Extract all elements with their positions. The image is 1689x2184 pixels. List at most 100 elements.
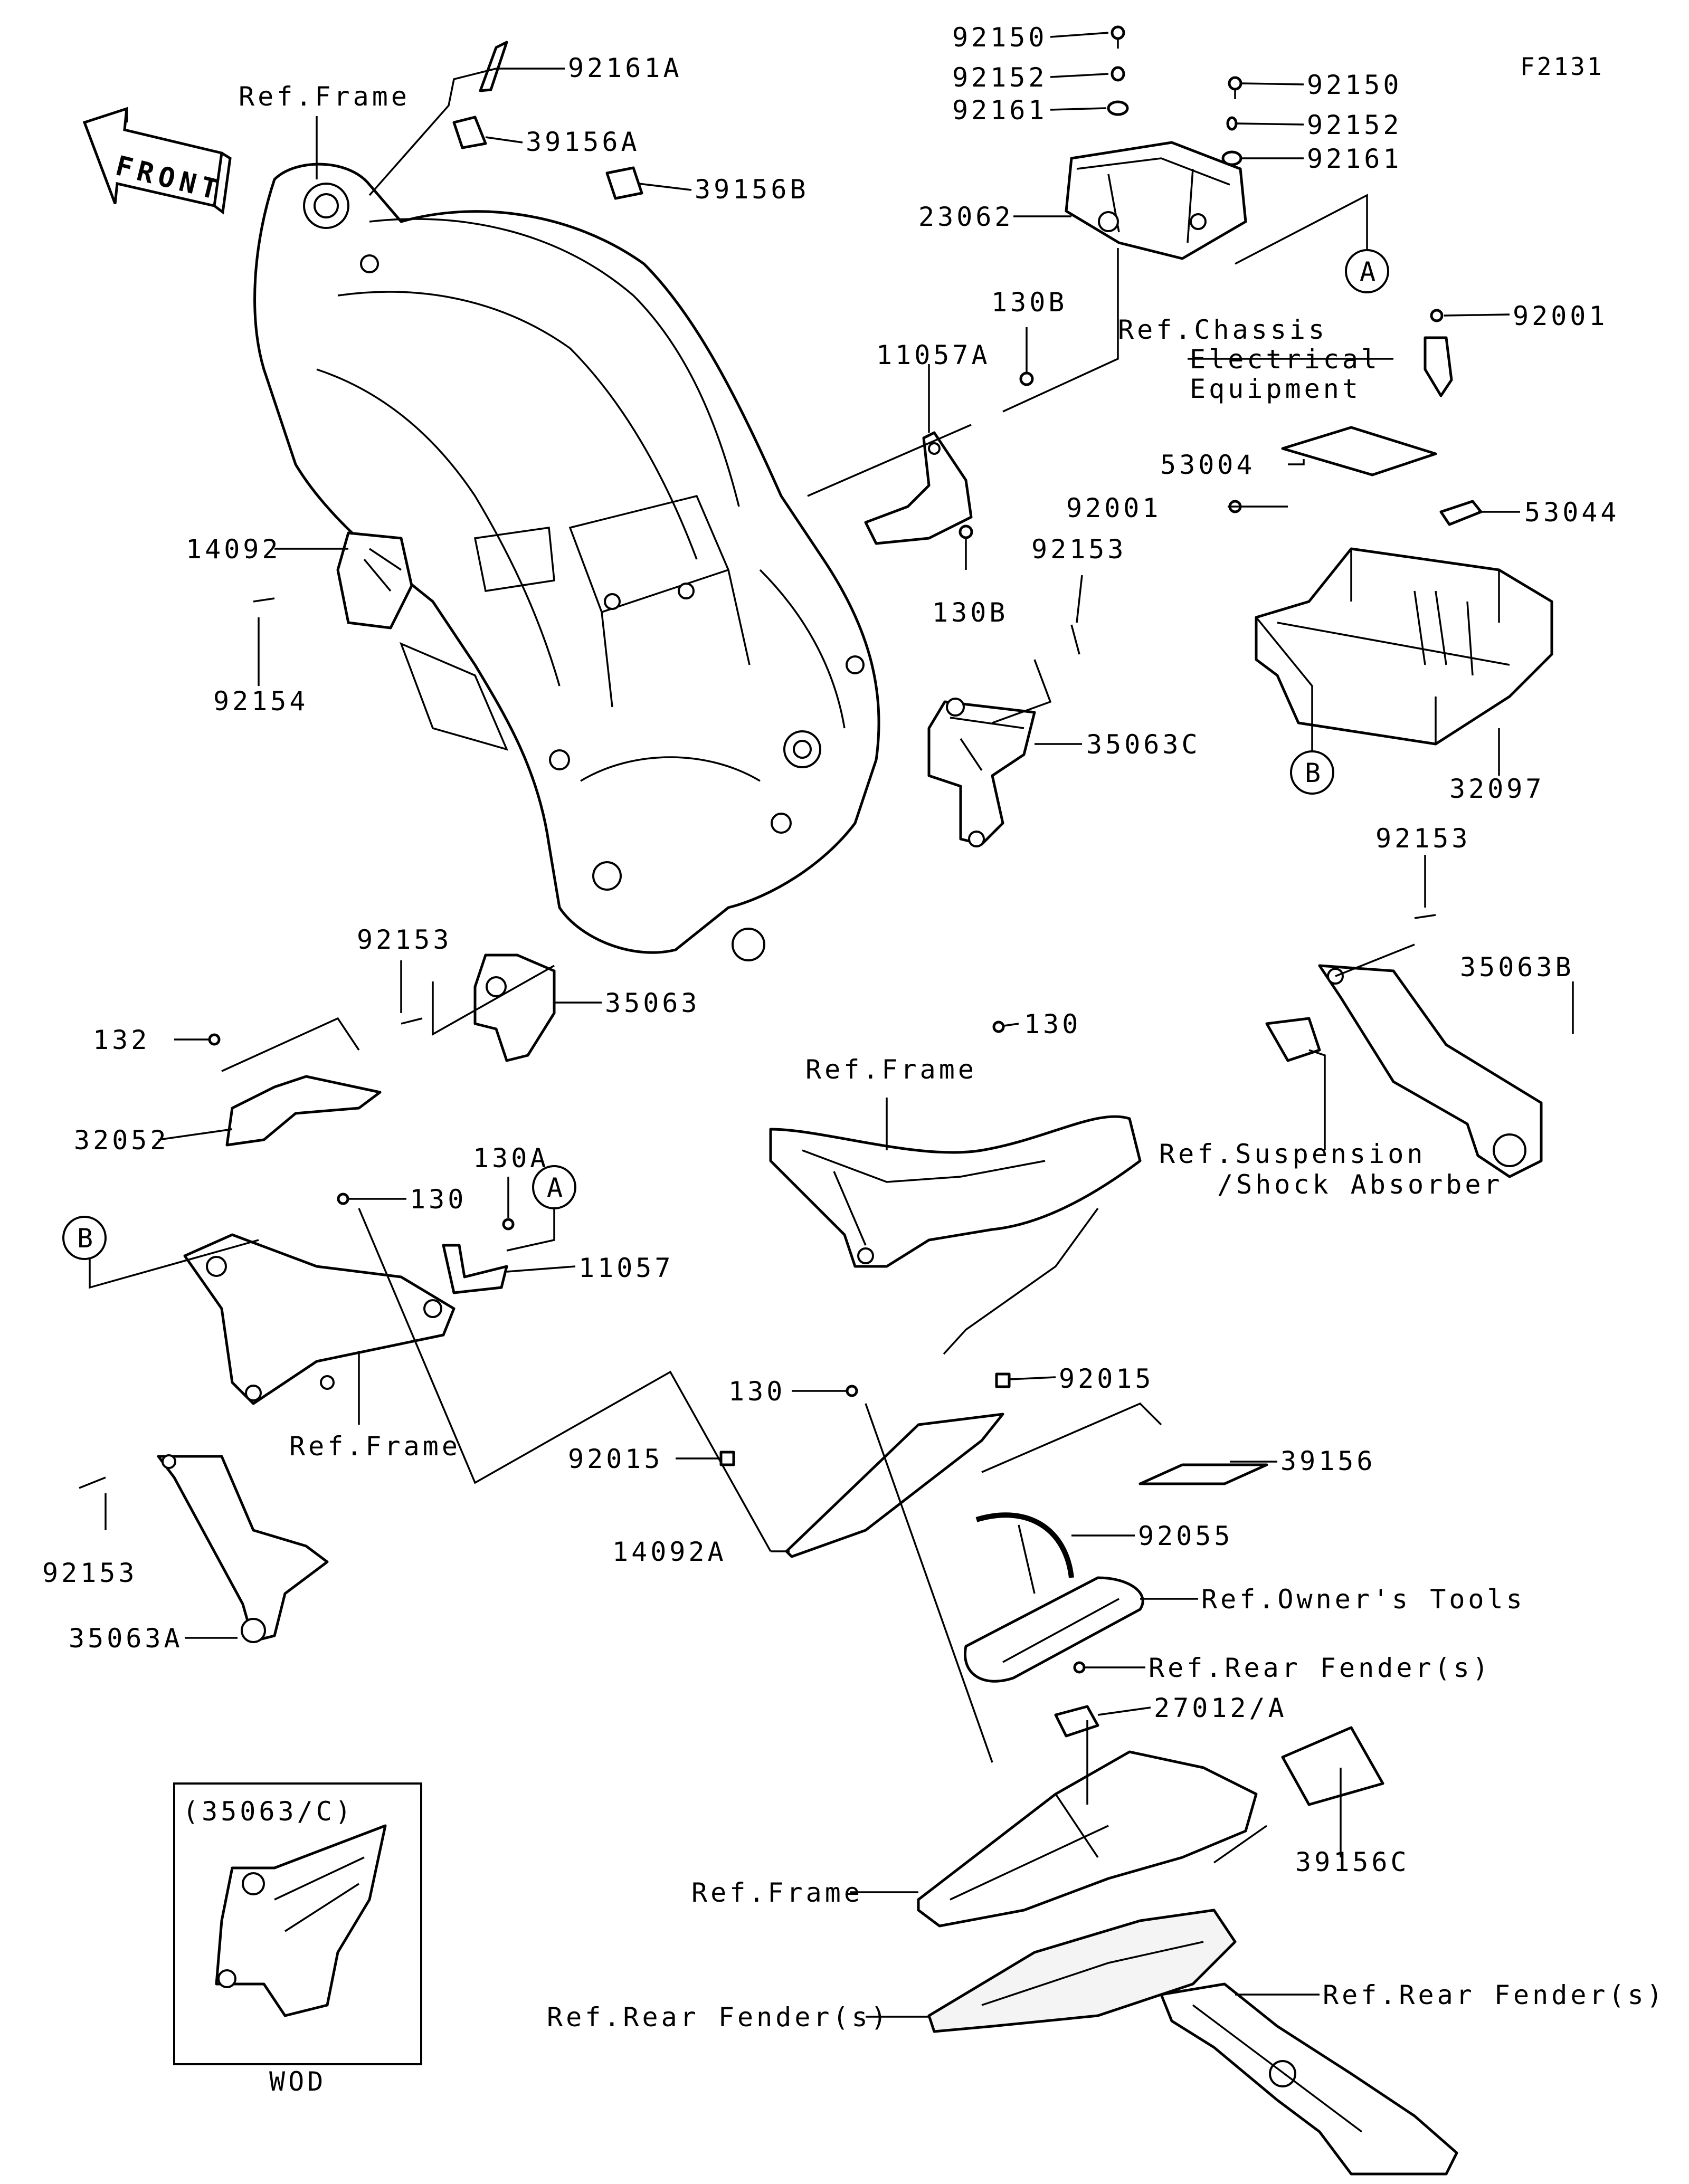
label-ref-chassis-1: Ref.Chassis	[1118, 314, 1327, 345]
label-35063: 35063	[605, 988, 700, 1018]
label-ref-suspension-1: Ref.Suspension	[1159, 1139, 1426, 1169]
sub-frame	[769, 1115, 1142, 1268]
screw-130A	[502, 1218, 515, 1231]
label-39156A: 39156A	[526, 127, 640, 157]
owners-tools-pouch	[964, 1576, 1144, 1683]
screw-92153-bot	[79, 1476, 106, 1489]
label-92154: 92154	[213, 686, 309, 717]
svg-text:A: A	[547, 1172, 566, 1203]
left-subframe	[183, 1233, 456, 1405]
label-14092: 14092	[186, 534, 281, 565]
part-92001-bracket	[1424, 336, 1453, 397]
part-35063A	[157, 1454, 329, 1643]
label-130-mid: 130	[1024, 1009, 1081, 1039]
label-92152-b: 92152	[1307, 110, 1402, 140]
label-92161-a: 92161	[952, 95, 1048, 126]
rear-frame	[917, 1750, 1258, 1928]
part-39156	[1138, 1463, 1268, 1485]
label-35063C: 35063C	[1086, 729, 1201, 760]
label-130-bot: 130	[728, 1376, 785, 1407]
suspension-bracket	[1265, 1017, 1321, 1062]
callout-B-left: B	[62, 1216, 107, 1260]
label-92150-b: 92150	[1307, 70, 1402, 100]
label-ref-frame-top: Ref.Frame	[239, 81, 410, 112]
inset-caption: WOD	[269, 2066, 326, 2097]
label-92150-a: 92150	[952, 22, 1048, 53]
screw-92153-right	[1414, 914, 1436, 919]
label-130-left: 130	[410, 1184, 467, 1215]
part-27012A	[1054, 1705, 1099, 1738]
label-130B-top: 130B	[991, 287, 1067, 318]
screw-130-mid	[992, 1021, 1005, 1033]
label-ref-frame-bottom: Ref.Frame	[691, 1877, 863, 1908]
label-92161-b: 92161	[1307, 144, 1402, 174]
label-ref-frame-mid: Ref.Frame	[805, 1054, 977, 1085]
screw-92001-top	[1430, 309, 1444, 322]
callout-A-top: A	[1345, 249, 1389, 293]
rear-fender-lower	[1160, 1982, 1458, 2176]
label-ref-rear-fender-1: Ref.Rear Fender(s)	[1149, 1653, 1492, 1683]
label-11057A: 11057A	[876, 340, 991, 370]
part-39156C	[1281, 1726, 1384, 1806]
label-39156B: 39156B	[695, 174, 809, 205]
inset-title: (35063/C)	[183, 1796, 354, 1827]
part-53004	[1281, 426, 1437, 476]
label-130B-bot: 130B	[932, 597, 1008, 628]
part-35063C	[927, 698, 1036, 847]
label-92015-right: 92015	[1059, 1363, 1154, 1394]
label-32052: 32052	[74, 1125, 169, 1156]
label-11057: 11057	[578, 1253, 674, 1283]
part-92055	[975, 1512, 1074, 1578]
label-ref-chassis-3: Equipment	[1190, 374, 1361, 404]
label-39156C: 39156C	[1295, 1847, 1410, 1877]
screw-130-bot	[846, 1385, 858, 1397]
label-92153-mid: 92153	[1031, 534, 1127, 565]
front-arrow-icon: FRONT	[82, 107, 232, 215]
part-11057A	[864, 431, 973, 545]
part-92161A	[479, 41, 508, 92]
screw-92154	[253, 597, 275, 603]
label-130A: 130A	[473, 1143, 549, 1174]
screw-92153-left	[401, 1017, 423, 1025]
part-39156B	[605, 166, 643, 200]
label-53004: 53004	[1160, 450, 1256, 480]
part-23062	[1065, 141, 1247, 260]
label-ref-rear-fender-2: Ref.Rear Fender(s)	[547, 2002, 890, 2033]
callout-A-left: A	[532, 1165, 576, 1209]
labels: 92161A 39156A 39156B Ref.Frame 92150 921…	[42, 22, 1666, 2033]
label-92153-bot: 92153	[42, 1558, 138, 1588]
label-92152-a: 92152	[952, 62, 1048, 93]
label-ref-suspension-2: /Shock Absorber	[1217, 1169, 1503, 1200]
part-92015-right	[995, 1372, 1011, 1388]
part-32052	[225, 1075, 382, 1147]
screw-130-left	[337, 1193, 349, 1205]
leader-lines	[89, 32, 1574, 2018]
screws-92150-92152-92161	[1107, 25, 1242, 166]
svg-text:B: B	[77, 1223, 96, 1254]
screw-130B-bot	[959, 524, 973, 539]
part-39156A	[452, 116, 487, 149]
label-27012A: 27012/A	[1154, 1693, 1287, 1723]
svg-text:B: B	[1305, 758, 1324, 788]
part-35063	[473, 953, 556, 1062]
label-35063A: 35063A	[69, 1623, 183, 1654]
screw-rear-fender	[1073, 1661, 1086, 1674]
part-32097	[1255, 547, 1553, 746]
label-92001-a: 92001	[1513, 301, 1608, 331]
screw-130B-top	[1019, 371, 1034, 386]
callout-B-right: B	[1290, 750, 1334, 795]
part-53044	[1439, 500, 1483, 526]
svg-text:A: A	[1360, 256, 1379, 287]
screw-92153-mid	[1070, 624, 1080, 655]
label-ref-owners-tools: Ref.Owner's Tools	[1201, 1584, 1525, 1615]
label-ref-chassis-2: Electrical	[1190, 344, 1380, 375]
main-frame	[253, 163, 880, 961]
label-23062: 23062	[918, 202, 1014, 232]
label-ref-rear-fender-3: Ref.Rear Fender(s)	[1323, 1980, 1666, 2010]
label-92153-left: 92153	[357, 924, 452, 955]
label-92153-right: 92153	[1375, 823, 1471, 854]
label-53044: 53044	[1524, 497, 1620, 528]
diagram-code: F2131	[1520, 52, 1603, 81]
label-39156: 39156	[1280, 1446, 1376, 1476]
